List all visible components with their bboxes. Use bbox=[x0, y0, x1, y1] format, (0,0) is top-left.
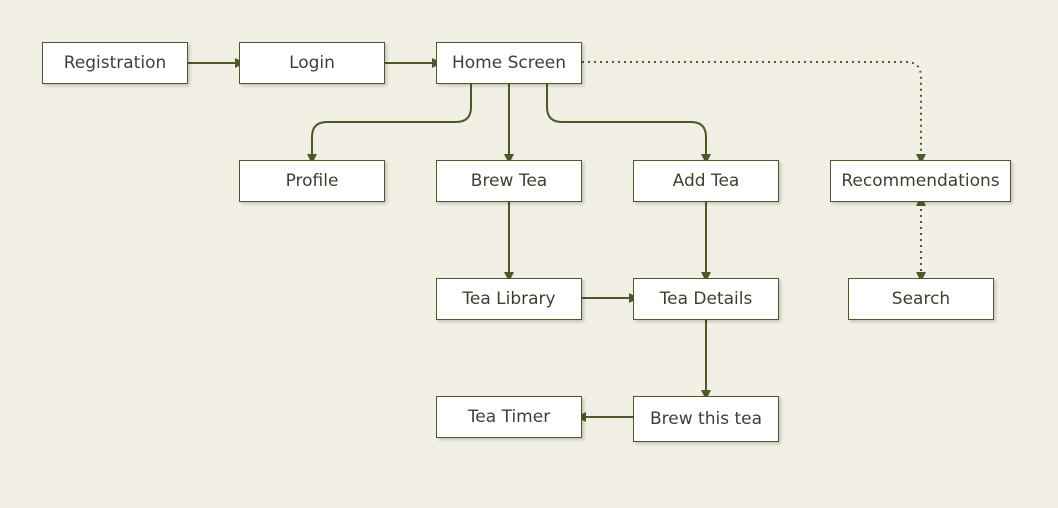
edge-home-add-tea bbox=[546, 84, 711, 164]
node-search: Search bbox=[848, 278, 994, 320]
node-profile: Profile bbox=[239, 160, 385, 202]
node-registration: Registration bbox=[42, 42, 188, 84]
edge-home-recommendations bbox=[582, 61, 926, 164]
node-recommendations: Recommendations bbox=[830, 160, 1011, 202]
node-tea-library: Tea Library bbox=[436, 278, 582, 320]
node-tea-details: Tea Details bbox=[633, 278, 779, 320]
node-login: Login bbox=[239, 42, 385, 84]
node-brew-this-tea: Brew this tea bbox=[633, 396, 779, 442]
node-add-tea: Add Tea bbox=[633, 160, 779, 202]
node-tea-timer: Tea Timer bbox=[436, 396, 582, 438]
node-brew-tea: Brew Tea bbox=[436, 160, 582, 202]
edge-home-profile bbox=[307, 84, 472, 164]
node-home-screen: Home Screen bbox=[436, 42, 582, 84]
